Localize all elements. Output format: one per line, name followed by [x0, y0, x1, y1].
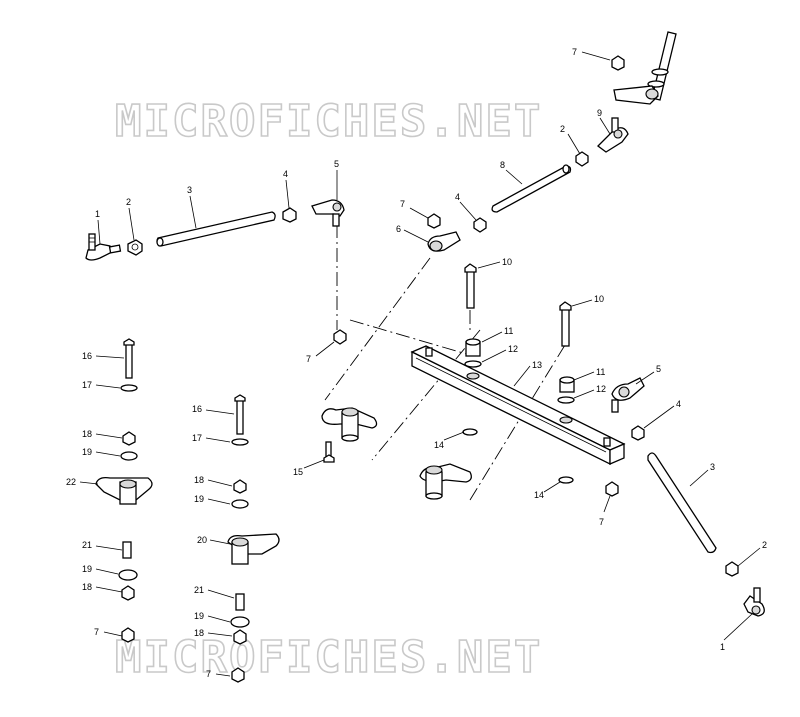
callout-7-mid: 7: [400, 199, 405, 209]
callout-4-right: 4: [676, 399, 681, 409]
callout-19-b: 19: [82, 564, 92, 574]
callout-13: 13: [532, 360, 542, 370]
tie-rod-right-3: [647, 452, 717, 554]
callout-18-c: 18: [194, 475, 204, 485]
nut-mid: [427, 213, 441, 229]
bolt-15: [323, 441, 335, 463]
callout-18-d: 18: [194, 628, 204, 638]
callout-9: 9: [597, 108, 602, 118]
callout-3-left: 3: [187, 185, 192, 195]
callout-5-right: 5: [656, 364, 661, 374]
idler-bracket-lower: [419, 463, 472, 500]
callout-22: 22: [66, 477, 76, 487]
callout-7-bm: 7: [206, 669, 211, 679]
callout-19-a: 19: [82, 447, 92, 457]
callout-7-bl: 7: [94, 627, 99, 637]
callout-19-c: 19: [194, 494, 204, 504]
callout-4-left: 4: [283, 169, 288, 179]
tie-rod-upper-right: [491, 164, 572, 213]
callout-8: 8: [500, 160, 505, 170]
washer-14-a: [462, 428, 478, 436]
steering-column: [613, 31, 677, 105]
callout-4-mid: 4: [455, 192, 460, 202]
callout-11-b: 11: [596, 367, 605, 377]
idler-bracket-center: [321, 407, 378, 442]
bushing-11-a: [465, 338, 481, 357]
callout-1-right: 1: [720, 642, 725, 652]
callout-16-a: 16: [82, 351, 92, 361]
tie-rod-end-mid: [427, 231, 461, 252]
callout-7-right: 7: [599, 517, 604, 527]
jam-nut-right-4: [631, 425, 645, 441]
callout-12-a: 12: [508, 344, 518, 354]
callout-21-b: 21: [194, 585, 204, 595]
callout-7-top: 7: [572, 47, 577, 57]
callout-21-a: 21: [82, 540, 92, 550]
callout-17-b: 17: [192, 433, 202, 443]
callout-19-d: 19: [194, 611, 204, 621]
washer-12-a: [464, 360, 482, 368]
cross-member-13: [410, 345, 626, 466]
stack-middle: [227, 394, 280, 683]
callout-16-b: 16: [192, 404, 202, 414]
watermark-bottom: MICROFICHES.NET: [115, 632, 542, 683]
callout-17-a: 17: [82, 380, 92, 390]
jam-nut-upper-right: [575, 151, 589, 167]
callout-18-a: 18: [82, 429, 92, 439]
watermark-top: MICROFICHES.NET: [115, 96, 542, 147]
bolt-10-a: [464, 263, 477, 309]
callout-18-b: 18: [82, 582, 92, 592]
callout-2-right: 2: [762, 540, 767, 550]
stack-left: [95, 338, 153, 643]
callout-10-a: 10: [502, 257, 512, 267]
callout-10-b: 10: [594, 294, 604, 304]
jam-nut-mid: [473, 217, 487, 233]
tie-rod-left: [156, 211, 276, 247]
jam-nut-right-2: [725, 561, 739, 577]
callout-14-a: 14: [434, 440, 444, 450]
tie-rod-end-left: [85, 233, 122, 261]
callout-20: 20: [197, 535, 207, 545]
nut-right-7: [605, 481, 619, 497]
callout-3-right: 3: [710, 462, 715, 472]
tie-rod-end-upper-left: [311, 199, 345, 227]
callout-12-b: 12: [596, 384, 606, 394]
nut-top: [611, 55, 625, 71]
callout-2-left: 2: [126, 197, 131, 207]
callout-14-b: 14: [534, 490, 544, 500]
callout-1-left: 1: [95, 209, 100, 219]
callout-15: 15: [293, 467, 303, 477]
washer-12-b: [557, 396, 575, 404]
callout-6: 6: [396, 224, 401, 234]
tie-rod-end-upper-right: [597, 117, 629, 153]
callout-labels: 7 2 9 8 5 4 3 2 1 7 4 6 10 10 11 12 13: [66, 47, 767, 679]
tie-rod-end-right-1: [743, 587, 765, 617]
washer-14-b: [558, 476, 574, 484]
callout-7-center: 7: [306, 354, 311, 364]
jam-nut-left: [127, 239, 143, 256]
callout-11-a: 11: [504, 326, 513, 336]
tie-rod-end-lower-right-5: [611, 377, 645, 413]
callout-5-left: 5: [334, 159, 339, 169]
nut-center-7: [333, 329, 347, 345]
jam-nut-upper-left: [282, 207, 297, 223]
bolt-10-b: [559, 301, 572, 347]
bushing-11-b: [559, 376, 575, 393]
callout-2-top: 2: [560, 124, 565, 134]
